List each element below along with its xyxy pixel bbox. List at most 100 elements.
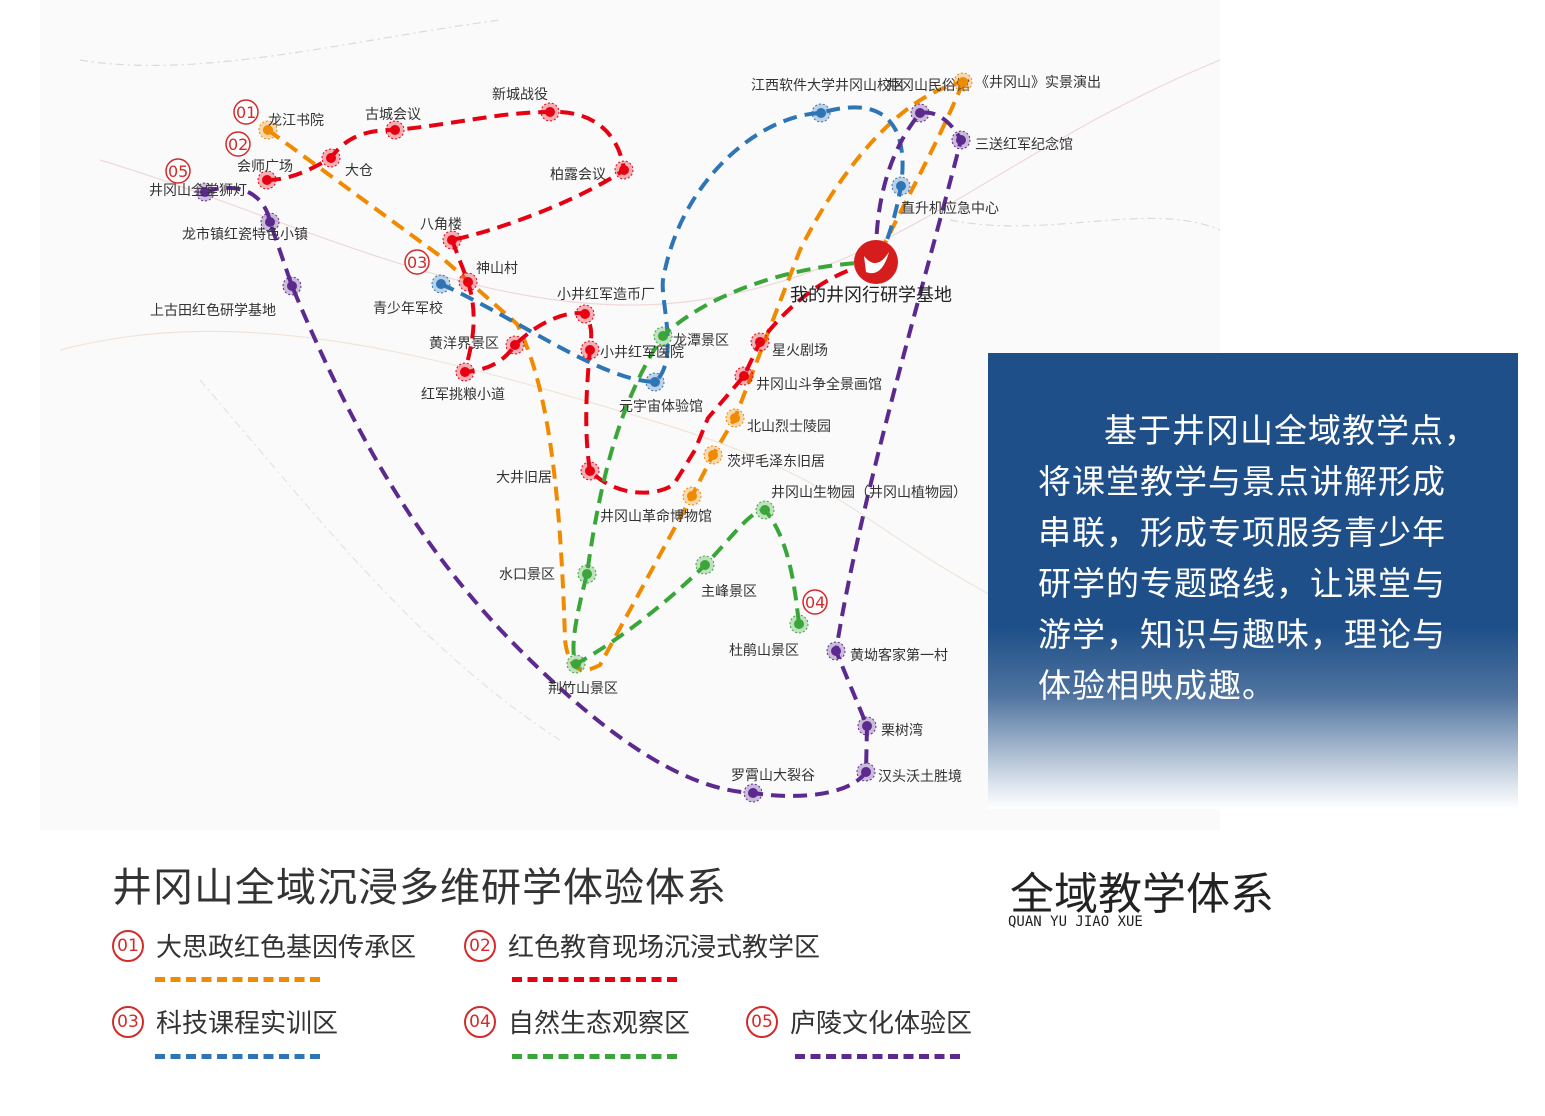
stop-tiaoliang[interactable]: 红军挑粮小道 [421,362,505,403]
stop-minsu[interactable]: 井冈山民俗馆 [886,78,970,123]
stop-lishuwan[interactable]: 栗树湾 [857,716,923,739]
stop-gucheng[interactable]: 古城会议 [365,107,421,140]
legend-number: 02 [464,929,496,962]
stop-bajiaolou[interactable]: 八角楼 [420,217,462,250]
stop-label: 茨坪毛泽东旧居 [727,454,825,470]
stop-dot [262,175,272,185]
stop-shitang[interactable]: 井冈山全堂狮灯 [149,182,247,202]
zone-numbers: 01 02 03 04 05 [165,99,828,615]
legend-line-02 [512,977,677,982]
stop-dot [545,107,555,117]
stop-label: 井冈山全堂狮灯 [149,182,247,199]
stop-label: 新城战役 [492,87,548,103]
stop-label: 神山村 [476,261,518,277]
legend-item-03: 03 科技课程实训区 [112,1003,338,1040]
stop-label: 古城会议 [365,107,421,123]
stop-jingzhu[interactable]: 荆竹山景区 [548,654,618,697]
stop-yuanyuzhou[interactable]: 元宇宙体验馆 [619,372,703,415]
stop-longtan[interactable]: 龙潭景区 [653,326,729,349]
stop-huangyangjie[interactable]: 黄洋界景区 [429,335,525,355]
stop-shijing[interactable]: 《井冈山》实景演出 [953,72,1101,92]
stop-label: 龙潭景区 [673,332,729,349]
description-text: 基于井冈山全域教学点，将课堂教学与景点讲解形成串联，形成专项服务青少年研学的专题… [1038,411,1478,705]
stop-label: 栗树湾 [881,722,923,739]
stop-dot [447,235,457,245]
stop-quanjing[interactable]: 井冈山斗争全景画馆 [734,366,882,393]
base-icon[interactable] [854,240,898,284]
stop-label: 大仓 [345,163,373,179]
legend-line-01 [155,977,320,982]
stop-label: 井冈山斗争全景画馆 [756,376,882,393]
stop-huishi[interactable]: 会师广场 [237,159,293,190]
legend-title: 井冈山全域沉浸多维研学体验体系 [112,865,727,911]
legend-number: 05 [746,1005,778,1038]
stop-label: 柏露会议 [550,167,606,183]
legend-label: 科技课程实训区 [156,1009,339,1039]
stop-label: 井冈山民俗馆 [886,78,970,94]
stop-dot [510,340,520,350]
stop-zaobi[interactable]: 小井红军造币厂 [557,287,655,324]
stop-dot [708,450,718,460]
base-marker[interactable]: 我的井冈行研学基地 [790,240,952,306]
stop-beishan[interactable]: 北山烈士陵园 [725,408,831,435]
legend-number: 01 [112,929,144,962]
legend-label: 自然生态观察区 [508,1009,691,1039]
route-01 [266,80,964,672]
stop-dot [958,77,968,87]
stop-dot [915,108,925,118]
stop-longshi[interactable]: 龙市镇红瓷特色小镇 [182,212,308,243]
stop-dot [390,125,400,135]
stop-longjiang[interactable]: 龙江书院 [258,113,324,140]
stop-dot [571,659,581,669]
stop-xincheng[interactable]: 新城战役 [492,87,560,122]
stop-dot [265,217,275,227]
stop-shenshan[interactable]: 神山村 [458,261,518,292]
stop-label: 龙江书院 [268,113,324,129]
stop-bowuguan[interactable]: 井冈山革命博物馆 [600,486,712,525]
stop-xinghuo[interactable]: 星火剧场 [750,332,828,359]
stop-dot [896,181,906,191]
legend-label: 庐陵文化体验区 [790,1009,973,1039]
stop-dujuan[interactable]: 杜鹃山景区 [729,614,809,659]
stop-shuikou[interactable]: 水口景区 [499,564,597,584]
stop-label: 荆竹山景区 [548,681,618,697]
stop-qingshaonian[interactable]: 青少年军校 [373,274,451,317]
stop-label: 龙市镇红瓷特色小镇 [182,226,308,243]
legend-label: 红色教育现场沉浸式教学区 [508,933,821,963]
stop-label: 会师广场 [237,159,293,175]
legend-item-02: 02 红色教育现场沉浸式教学区 [464,927,820,964]
stop-dot [200,187,210,197]
stop-shangguti[interactable]: 上古田红色研学基地 [150,276,302,319]
stop-label: 汉头沃土胜境 [878,769,962,785]
stop-huangao[interactable]: 黄坳客家第一村 [826,641,948,664]
stop-dot [582,569,592,579]
legend-item-05: 05 庐陵文化体验区 [746,1003,972,1040]
stop-label: 八角楼 [420,217,462,233]
stop-maojiu[interactable]: 茨坪毛泽东旧居 [703,445,825,470]
stop-dot [956,135,966,145]
stop-zhufeng[interactable]: 主峰景区 [695,555,757,600]
stop-dajing[interactable]: 大井旧居 [496,461,600,486]
stop-label: 罗霄山大裂谷 [731,768,815,784]
stop-ruanjian[interactable]: 江西软件大学井冈山校区 [751,77,905,123]
stop-dacang[interactable]: 大仓 [321,148,373,179]
stop-yiyuan[interactable]: 小井红军医院 [580,340,684,361]
legend-line-03 [155,1054,320,1059]
stop-label: 红军挑粮小道 [421,387,505,403]
stop-label: 江西软件大学井冈山校区 [751,77,905,94]
stop-luoxiao[interactable]: 罗霄山大裂谷 [731,768,815,803]
stop-sansong[interactable]: 三送红军纪念馆 [951,130,1073,153]
zone-number: 03 [407,253,427,272]
stop-shengwu[interactable]: 井冈山生物园（井冈山植物园） [755,485,967,520]
stop-bailu[interactable]: 柏露会议 [550,160,634,183]
stop-zhishengji[interactable]: 直升机应急中心 [891,176,999,217]
stop-hantou[interactable]: 汉头沃土胜境 [856,762,962,785]
stop-dot [862,721,872,731]
zone-number: 01 [236,103,256,122]
stop-label: 主峰景区 [701,584,757,600]
stop-label: 青少年军校 [373,300,443,317]
legend-number: 03 [112,1005,144,1038]
